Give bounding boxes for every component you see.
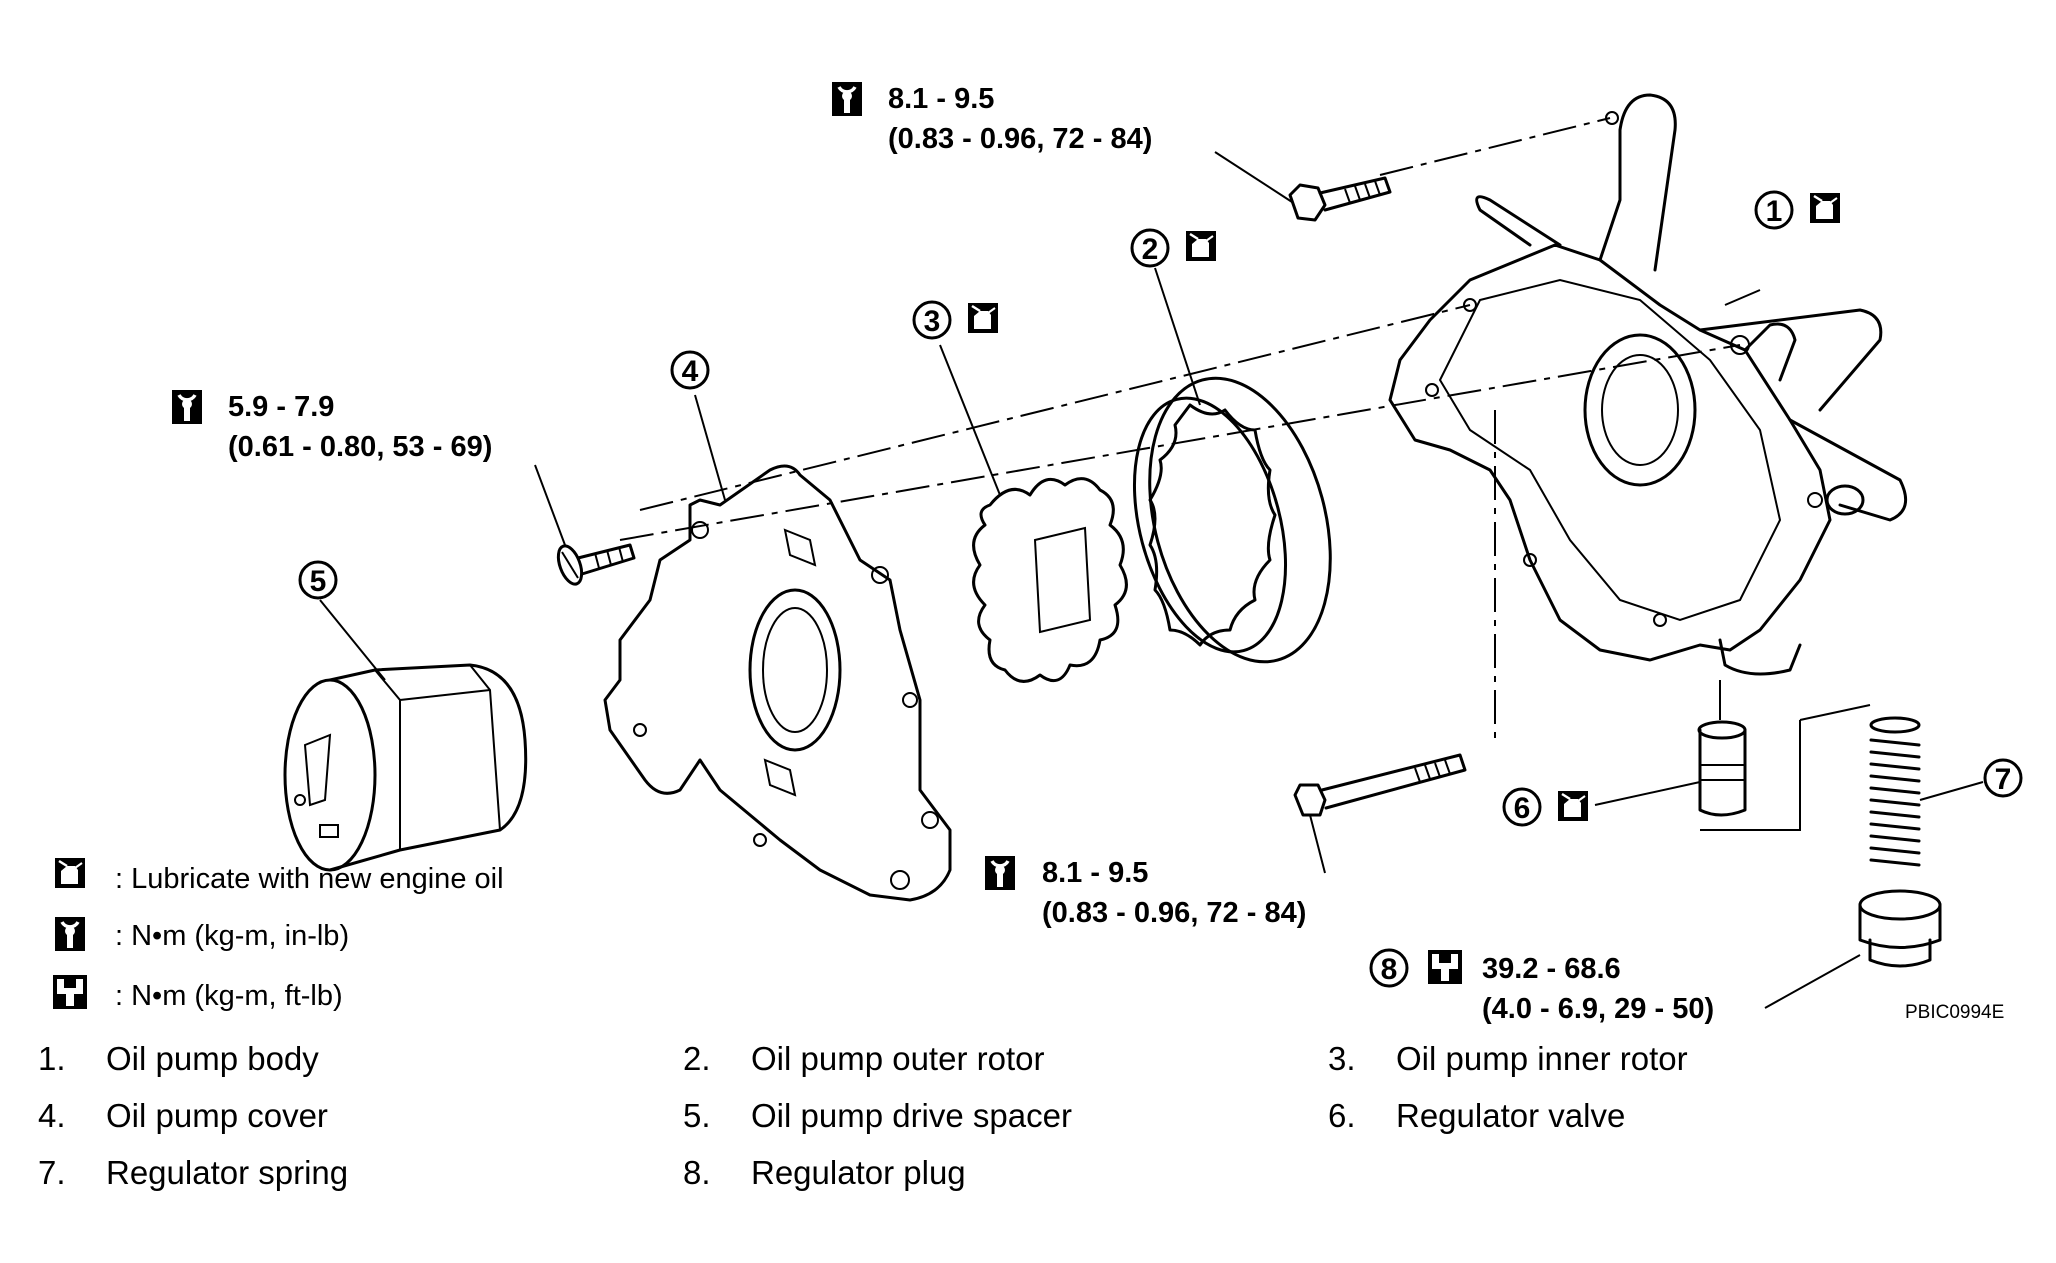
oil-pump-inner-rotor — [972, 477, 1128, 683]
oil-pump-body — [1388, 93, 1908, 676]
svg-text:(4.0 - 6.9, 29 - 50): (4.0 - 6.9, 29 - 50) — [1482, 993, 1714, 1025]
svg-text:(0.83 - 0.96, 72 - 84): (0.83 - 0.96, 72 - 84) — [1042, 897, 1306, 929]
parts-list-item: 5.Oil pump drive spacer — [683, 1097, 1072, 1134]
svg-text:2: 2 — [1142, 233, 1159, 266]
oil-pump-outer-rotor — [1132, 376, 1332, 664]
leader-1 — [1724, 289, 1761, 306]
torque-wrench-icon — [830, 80, 864, 118]
torque-wrench-icon — [983, 854, 1017, 892]
svg-text:1: 1 — [1766, 195, 1783, 228]
oil-can-icon — [1184, 229, 1218, 263]
callout-5: 5 — [298, 560, 338, 600]
svg-text:5.9 - 7.9: 5.9 - 7.9 — [228, 391, 334, 423]
regulator-valve — [1697, 720, 1747, 817]
torque-ftlb-icon — [53, 975, 87, 1009]
callout-1: 1 — [1754, 190, 1842, 230]
cover-screw — [556, 543, 636, 586]
leader-torque-top — [1214, 151, 1293, 203]
parts-list-item: 8.Regulator plug — [683, 1154, 966, 1191]
svg-text:: N•m (kg-m, ft-lb): : N•m (kg-m, ft-lb) — [115, 980, 343, 1012]
bolt-upper — [1288, 176, 1392, 222]
leader-2 — [1154, 267, 1201, 406]
leader-torque-screw — [534, 464, 566, 546]
oil-pump-cover — [603, 464, 952, 902]
leader-6 — [1594, 781, 1701, 806]
callout-4: 4 — [670, 350, 710, 390]
valve-spring-bracket — [1700, 680, 1871, 831]
oil-can-icon — [53, 856, 87, 890]
parts-list-item: 2.Oil pump outer rotor — [683, 1040, 1045, 1077]
torque-wrench-icon — [170, 388, 204, 426]
svg-text:: N•m (kg-m, in-lb): : N•m (kg-m, in-lb) — [115, 920, 349, 952]
svg-text:: Lubricate with new engine oi: : Lubricate with new engine oil — [115, 863, 504, 895]
svg-text:8: 8 — [1381, 953, 1398, 986]
regulator-spring — [1869, 716, 1921, 867]
callout-3: 3 — [912, 300, 1000, 340]
oil-can-icon — [966, 301, 1000, 335]
alignment-axis-upper — [639, 304, 1471, 511]
svg-text:7: 7 — [1995, 763, 2012, 796]
alignment-axis-top-bolt — [1379, 117, 1611, 176]
parts-list-item: 3.Oil pump inner rotor — [1328, 1040, 1688, 1077]
leader-5 — [319, 599, 386, 681]
svg-text:39.2 - 68.6: 39.2 - 68.6 — [1482, 953, 1621, 985]
oil-can-icon — [1808, 191, 1842, 225]
diagram-code: PBIC0994E — [1905, 1002, 2004, 1023]
svg-text:4: 4 — [682, 355, 699, 388]
svg-text:(0.61 - 0.80, 53 - 69): (0.61 - 0.80, 53 - 69) — [228, 431, 492, 463]
bolt-lower — [1293, 753, 1467, 817]
leader-3 — [939, 344, 1001, 496]
torque-label-lower-bolt: 8.1 - 9.5 (0.83 - 0.96, 72 - 84) — [983, 854, 1306, 929]
leader-7 — [1919, 781, 1984, 801]
callout-8: 8 — [1369, 948, 1409, 988]
leader-torque-lower — [1309, 814, 1326, 874]
svg-text:3: 3 — [924, 305, 941, 338]
callout-6: 6 — [1502, 787, 1590, 827]
torque-label-cover-screw: 5.9 - 7.9 (0.61 - 0.80, 53 - 69) — [170, 388, 492, 463]
torque-ftlb-icon — [1428, 950, 1462, 984]
parts-list-item: 1.Oil pump body — [38, 1040, 319, 1077]
oil-can-icon — [1556, 789, 1590, 823]
svg-text:6: 6 — [1514, 792, 1531, 825]
parts-list-item: 7.Regulator spring — [38, 1154, 349, 1191]
torque-wrench-icon — [53, 915, 87, 953]
oil-pump-drive-spacer — [283, 663, 528, 872]
svg-text:8.1 - 9.5: 8.1 - 9.5 — [1042, 857, 1148, 889]
svg-text:8.1 - 9.5: 8.1 - 9.5 — [888, 83, 994, 115]
regulator-plug — [1858, 889, 1942, 968]
leader-4 — [694, 394, 726, 501]
torque-label-regulator-plug: 39.2 - 68.6 (4.0 - 6.9, 29 - 50) — [1428, 950, 1714, 1025]
torque-label-top-bolt: 8.1 - 9.5 (0.83 - 0.96, 72 - 84) — [830, 80, 1152, 155]
leader-8 — [1764, 954, 1861, 1009]
parts-list: 1.Oil pump body 2.Oil pump outer rotor 3… — [0, 1025, 2056, 1225]
svg-text:5: 5 — [310, 565, 327, 598]
legend: : Lubricate with new engine oil : N•m (k… — [53, 856, 504, 1012]
svg-text:(0.83 - 0.96, 72 - 84): (0.83 - 0.96, 72 - 84) — [888, 123, 1152, 155]
parts-list-item: 6.Regulator valve — [1328, 1097, 1626, 1134]
callout-7: 7 — [1983, 758, 2023, 798]
callout-2: 2 — [1130, 228, 1218, 268]
parts-list-item: 4.Oil pump cover — [38, 1097, 328, 1134]
alignment-axis-bolt — [619, 344, 1741, 541]
